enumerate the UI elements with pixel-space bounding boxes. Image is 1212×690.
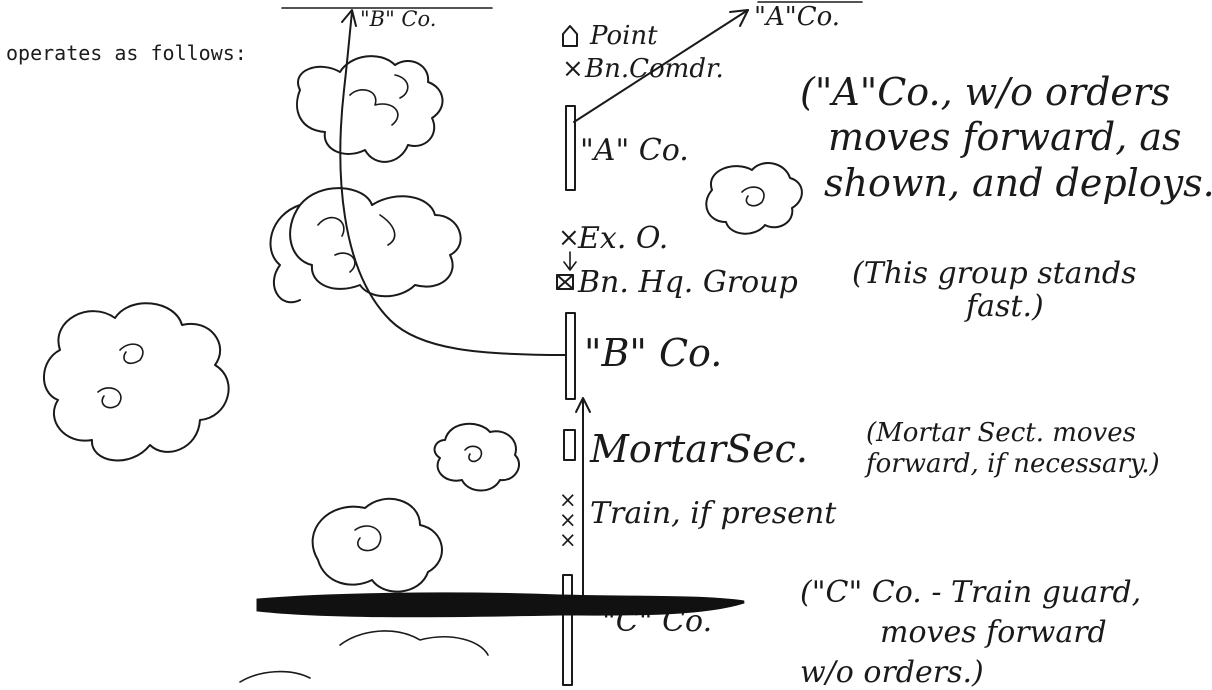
hq-box-icon — [556, 274, 574, 290]
woods-mortar-detail — [464, 445, 483, 463]
b-co-rectangle — [565, 312, 576, 400]
intro-text: operates as follows: — [6, 41, 247, 65]
mortar-sec-label: MortarSec. — [589, 427, 808, 471]
point-label: Point — [589, 21, 658, 51]
hq-note-line-1: (This group stands — [852, 256, 1137, 291]
a-co-label: "A" Co. — [580, 133, 689, 168]
a-co-rectangle — [565, 105, 576, 191]
train-label: Train, if present — [590, 496, 837, 531]
woods-right-of-a-co-detail — [741, 186, 765, 207]
b-co-route-line — [339, 11, 567, 356]
c-co-note-line-1: ("C" Co. - Train guard, — [800, 575, 1141, 610]
mortar-sec-rectangle — [563, 429, 576, 461]
mortar-note-line-1: (Mortar Sect. moves — [866, 418, 1136, 448]
woods-top-left-icon — [296, 55, 444, 163]
a-co-note-line-1: ("A"Co., w/o orders — [800, 70, 1171, 114]
train-marker-3: × — [559, 528, 577, 552]
woods-right-of-a-co-icon — [705, 162, 803, 235]
hq-box-cross — [556, 274, 574, 290]
train-marker-1: × — [559, 488, 577, 512]
bn-hq-label: Bn. Hq. Group — [577, 265, 798, 300]
woods-mid-left-detail — [317, 214, 396, 273]
c-co-note-line-3: w/o orders.) — [800, 655, 984, 690]
bn-comdr-label: Bn.Comdr. — [584, 54, 724, 84]
column-arrowhead-icon — [575, 397, 591, 413]
ex-o-label: Ex. O. — [577, 221, 668, 256]
road-scribble — [256, 592, 745, 618]
train-marker-2: × — [559, 508, 577, 532]
hq-note-line-2: fast.) — [964, 289, 1044, 324]
a-co-advance-line — [573, 9, 749, 123]
point-pentagon-icon — [562, 25, 578, 47]
woods-mid-left-icon — [289, 187, 462, 298]
b-co-top-label: "B" Co. — [360, 7, 436, 31]
woods-far-left-icon — [43, 302, 230, 462]
c-co-rectangle — [562, 574, 573, 686]
c-co-note-line-2: moves forward — [880, 615, 1107, 650]
b-co-arrowhead-icon — [341, 9, 357, 27]
woods-top-left-detail — [349, 74, 409, 126]
woods-bottom-left-icon — [311, 498, 443, 593]
bn-comdr-marker: × — [562, 54, 584, 84]
a-co-top-label: "A"Co. — [754, 2, 840, 32]
woods-bottom-left-detail — [354, 525, 382, 552]
mortar-note-line-2: forward, if necessary.) — [864, 449, 1160, 479]
ex-o-marker: × — [558, 223, 580, 253]
a-co-note-line-3: shown, and deploys.) — [824, 161, 1212, 205]
woods-mid-left-edge — [269, 204, 301, 304]
ex-o-down-arrow-icon — [563, 251, 577, 271]
b-co-label: "B" Co. — [584, 331, 722, 375]
woods-far-left-detail — [97, 343, 144, 409]
woods-mortar-icon — [433, 422, 520, 492]
a-co-arrowhead-icon — [729, 9, 749, 27]
road-bottom-brush — [239, 630, 489, 683]
a-co-note-line-2: moves forward, as — [828, 115, 1182, 159]
